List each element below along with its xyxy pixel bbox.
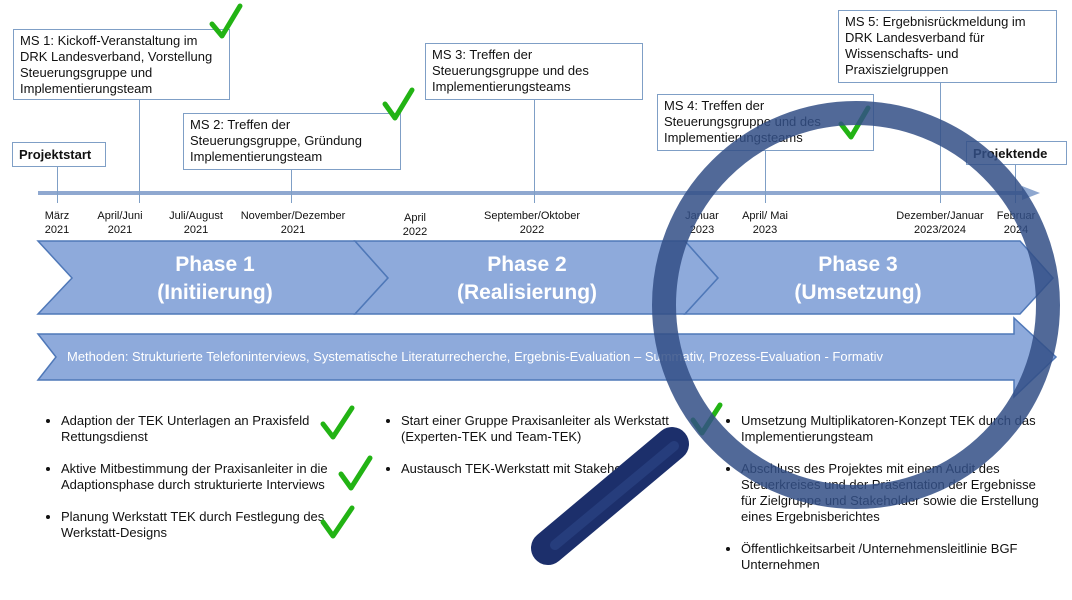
list-item: Start einer Gruppe Praxisanleiter als We…: [401, 413, 706, 445]
list-item: Öffentlichkeitsarbeit /Unternehmensleitl…: [741, 541, 1041, 573]
phase-1-label: Phase 1(Initiierung): [157, 253, 273, 304]
project-end-label: Projektende: [966, 141, 1067, 165]
phase-3-label: Phase 3(Umsetzung): [794, 253, 922, 304]
phase-2-label: Phase 2(Realisierung): [456, 253, 598, 304]
ms4-connector: [765, 150, 766, 203]
milestone-1-box: MS 1: Kickoff-Veranstaltung im DRK Lande…: [13, 29, 230, 100]
milestone-2-text: MS 2: Treffen der Steuerungsgruppe, Grün…: [190, 117, 363, 164]
timeline-arrowhead: [1022, 186, 1040, 200]
list-item: Umsetzung Multiplikatoren-Konzept TEK du…: [741, 413, 1041, 445]
phase-1-bullets: Adaption der TEK Unterlagen an Praxisfel…: [45, 413, 361, 557]
methods-text: Methoden: Strukturierte Telefoninterview…: [67, 349, 883, 364]
milestone-5-box: MS 5: Ergebnisrückmeldung im DRK Landesv…: [838, 10, 1057, 83]
milestone-4-text: MS 4: Treffen der Steuerungsgruppe und d…: [664, 98, 821, 145]
list-item: Adaption der TEK Unterlagen an Praxisfel…: [61, 413, 361, 445]
ms5-connector: [940, 82, 941, 203]
milestone-1-text: MS 1: Kickoff-Veranstaltung im DRK Lande…: [20, 33, 213, 96]
start-connector: [57, 166, 58, 203]
end-connector: [1015, 164, 1016, 203]
phase-2-bullets: Start einer Gruppe Praxisanleiter als We…: [385, 413, 706, 493]
milestone-2-box: MS 2: Treffen der Steuerungsgruppe, Grün…: [183, 113, 401, 170]
milestone-3-box: MS 3: Treffen der Steuerungsgruppe und d…: [425, 43, 643, 100]
phase-3-bullets: Umsetzung Multiplikatoren-Konzept TEK du…: [725, 413, 1041, 589]
list-item: Planung Werkstatt TEK durch Festlegung d…: [61, 509, 361, 541]
project-start-label: Projektstart: [12, 142, 106, 167]
list-item: Aktive Mitbestimmung der Praxisanleiter …: [61, 461, 361, 493]
list-item: Abschluss des Projektes mit einem Audit …: [741, 461, 1041, 525]
milestone-5-text: MS 5: Ergebnisrückmeldung im DRK Landesv…: [845, 14, 1026, 77]
milestone-4-box: MS 4: Treffen der Steuerungsgruppe und d…: [657, 94, 874, 151]
milestone-3-text: MS 3: Treffen der Steuerungsgruppe und d…: [432, 47, 589, 94]
ms3-connector: [534, 99, 535, 203]
ms1-connector: [139, 99, 140, 203]
list-item: Austausch TEK-Werkstatt mit Stakeholdern: [401, 461, 706, 477]
ms2-connector: [291, 170, 292, 203]
